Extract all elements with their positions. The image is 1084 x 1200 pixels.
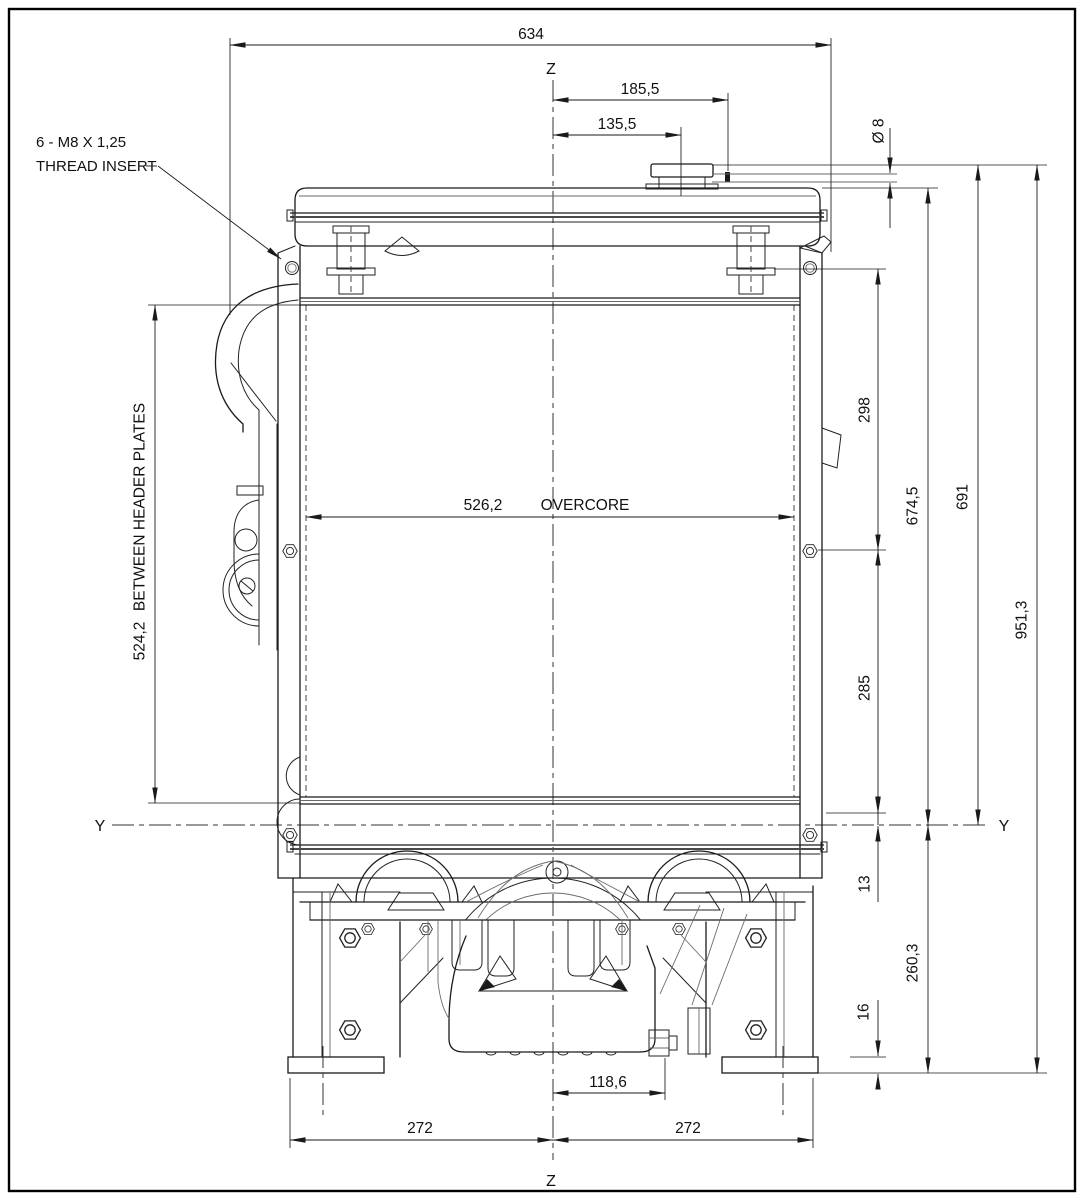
dim-between-header-plates-text: BETWEEN HEADER PLATES (132, 403, 149, 611)
z-axis-label-bottom: Z (546, 1173, 556, 1190)
dim-foot-span-left-label: 272 (407, 1120, 433, 1137)
dim-hole-dia: Ø 8 (871, 119, 893, 228)
thread-insert-line2: THREAD INSERT (36, 158, 157, 175)
dim-y-to-frame-label: 13 (857, 875, 874, 892)
side-bolt (282, 544, 298, 558)
left-foot (287, 877, 444, 1118)
beam-bolt (361, 923, 375, 935)
y-axis-label-left: Y (95, 818, 106, 835)
fan (464, 860, 642, 920)
thread-insert-hole (803, 261, 817, 275)
dim-upper-core-span: 298 (857, 268, 881, 551)
outlet-boss (276, 798, 301, 846)
foot-bolt (744, 928, 768, 948)
hose-clamp (236, 485, 264, 496)
dim-overall-height-label: 951,3 (1014, 601, 1031, 640)
side-bolt (802, 828, 818, 842)
dim-drain-offset-label: 118,6 (589, 1074, 627, 1091)
dimensions: 634 185,5 135,5 Ø 8 298 285 (132, 26, 1047, 1148)
support-beam (309, 901, 796, 935)
oil-pan (427, 904, 748, 1057)
dim-pad-thickness: 16 (856, 1000, 881, 1090)
right-foot (662, 885, 819, 1118)
dim-between-header-plates: BETWEEN HEADER PLATES 524,2 (132, 304, 158, 804)
bracket-hole (234, 528, 258, 552)
centerlines (112, 80, 988, 1160)
foot-bolt (338, 928, 362, 948)
dim-cap-offset: 135,5 (552, 116, 682, 138)
beam-bolt (672, 923, 686, 935)
dim-cap-seat-to-y: 691 (955, 164, 981, 826)
dim-lower-core-span-label: 285 (857, 675, 874, 701)
z-axis-label-top: Z (546, 61, 556, 78)
overflow-hole (725, 172, 730, 182)
foot-pad (721, 1056, 819, 1074)
side-bracket (222, 499, 301, 846)
drain-plug (648, 1029, 670, 1057)
dim-pad-thickness-label: 16 (856, 1003, 873, 1020)
dim-cap-offset-label: 135,5 (598, 116, 637, 133)
dim-overall-height: 951,3 (1014, 164, 1040, 1074)
dim-y-to-base-label: 260,3 (905, 944, 922, 983)
dim-overcore-text: OVERCORE (541, 497, 630, 514)
bracket-screw (238, 577, 256, 595)
dim-overcore-value: 526,2 (464, 497, 503, 514)
side-bolt (802, 544, 818, 558)
fan-hub (545, 860, 569, 884)
foot-bolt (744, 1020, 768, 1040)
dim-header-to-y: 674,5 (905, 187, 931, 826)
fan-shroud (299, 850, 806, 911)
axis-labels: Z Z Y Y (95, 61, 1010, 1190)
foot-pad (287, 1056, 385, 1074)
y-axis-label-right: Y (999, 818, 1010, 835)
dim-overcore: 526,2 OVERCORE (305, 497, 795, 520)
radiator-front-view (214, 163, 897, 1118)
sheet-border (7, 7, 1077, 1193)
side-tab (821, 427, 842, 469)
vent-symbol (384, 236, 420, 256)
extension-lines (148, 38, 1047, 1148)
dim-cap-hole-offset-label: 185,5 (621, 81, 660, 98)
dim-lower-core-span: 285 (857, 549, 881, 814)
mounting-posts (326, 225, 776, 295)
dim-upper-core-span-label: 298 (857, 397, 874, 423)
dim-foot-span-right-label: 272 (675, 1120, 701, 1137)
filler-neck (645, 163, 897, 190)
foot-bolt (338, 1020, 362, 1040)
dim-overall-width-label: 634 (518, 26, 544, 43)
dim-foot-span-right: 272 (552, 1120, 814, 1143)
thread-insert-callout: 6 - M8 X 1,25 THREAD INSERT (36, 134, 282, 260)
thread-insert-line1: 6 - M8 X 1,25 (36, 134, 126, 151)
core-headers (299, 297, 801, 805)
dim-y-to-frame: 13 (857, 796, 881, 902)
dim-y-to-base: 260,3 (905, 824, 931, 1074)
thread-insert-hole (285, 261, 299, 275)
dim-drain-offset: 118,6 (552, 1074, 666, 1096)
dim-cap-hole-offset: 185,5 (552, 81, 729, 103)
top-tank (286, 187, 832, 256)
callout-leader (157, 165, 282, 260)
dim-hole-dia-label: Ø 8 (871, 119, 888, 144)
side-channels (277, 245, 842, 879)
dim-overall-width: 634 (229, 26, 832, 48)
dim-foot-span-left: 272 (289, 1120, 554, 1143)
dim-cap-seat-to-y-label: 691 (955, 484, 972, 510)
beam-bolt (419, 923, 433, 935)
dim-header-to-y-label: 674,5 (905, 487, 922, 526)
dim-between-header-plates-value: 524,2 (132, 622, 149, 661)
inlet-hose (214, 283, 299, 651)
lower-boss (285, 756, 301, 796)
